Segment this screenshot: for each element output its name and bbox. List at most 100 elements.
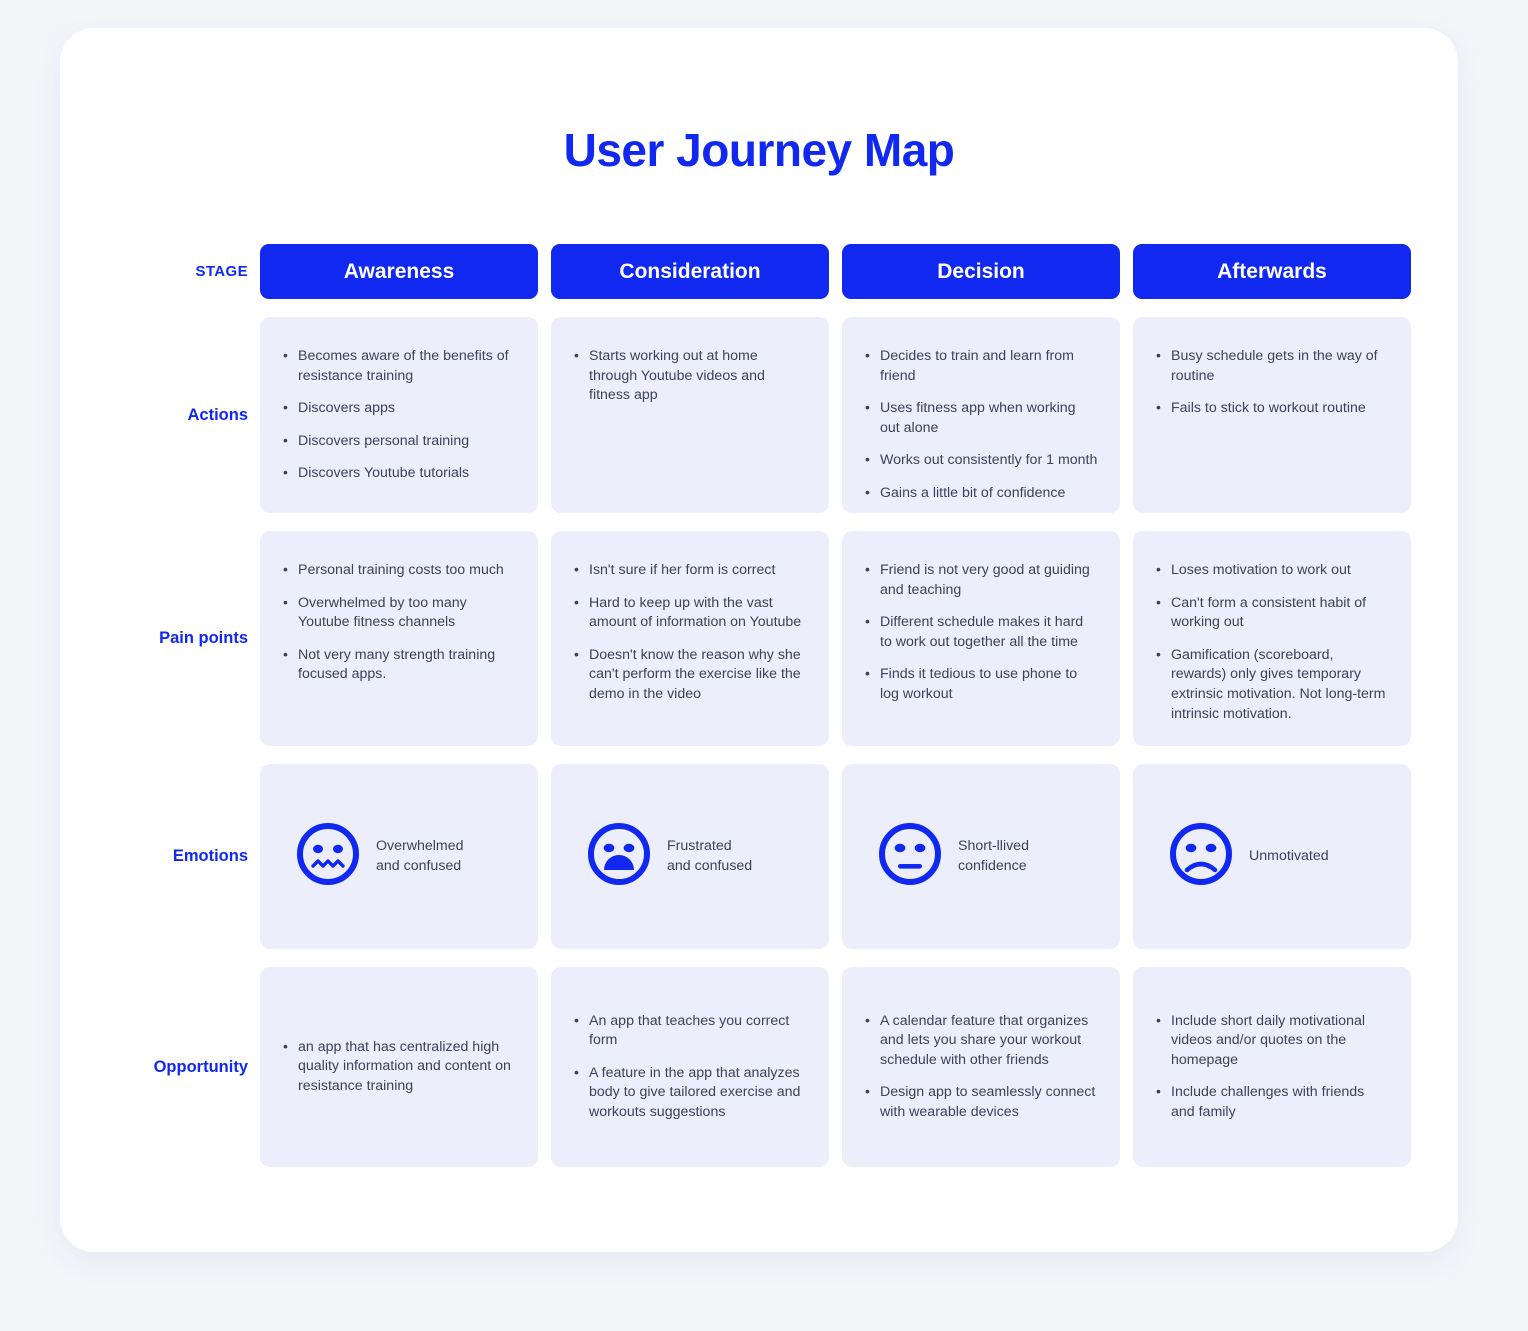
- bullet-list: Personal training costs too muchOverwhel…: [282, 560, 516, 685]
- list-item: Include short daily motivational videos …: [1155, 1011, 1389, 1071]
- list-item: Busy schedule gets in the way of routine: [1155, 346, 1389, 386]
- list-item: Uses fitness app when working out alone: [864, 398, 1098, 438]
- bullet-list: Include short daily motivational videos …: [1155, 1011, 1389, 1123]
- card: Short-llived confidence: [842, 764, 1120, 949]
- list-item: An app that teaches you correct form: [573, 1011, 807, 1051]
- bullet-list: An app that teaches you correct form A fe…: [573, 1011, 807, 1123]
- list-item: Gamification (scoreboard, rewards) only …: [1155, 645, 1389, 724]
- emotion-label: Overwhelmed and confused: [376, 837, 464, 874]
- face-frustrated-icon: [585, 820, 653, 893]
- opportunity-cell-consideration: An app that teaches you correct form A fe…: [551, 967, 829, 1167]
- list-item: Gains a little bit of confidence: [864, 483, 1098, 504]
- bullet-list: Decides to train and learn from friendUs…: [864, 346, 1098, 504]
- actions-cell-consideration: Starts working out at home through Youtu…: [551, 317, 829, 513]
- card: A calendar feature that organizes and le…: [842, 967, 1120, 1167]
- bullet-list: Loses motivation to work outCan't form a…: [1155, 560, 1389, 724]
- list-item: Finds it tedious to use phone to log wor…: [864, 664, 1098, 704]
- list-item: Can't form a consistent habit of working…: [1155, 593, 1389, 633]
- emotions-cells: Overwhelmed and confused: [260, 764, 1458, 949]
- emotions-cell-afterwards: Unmotivated: [1133, 764, 1411, 949]
- card: Becomes aware of the benefits of resista…: [260, 317, 538, 513]
- actions-cell-awareness: Becomes aware of the benefits of resista…: [260, 317, 538, 513]
- actions-cell-afterwards: Busy schedule gets in the way of routine…: [1133, 317, 1411, 513]
- card: Unmotivated: [1133, 764, 1411, 949]
- card: Personal training costs too muchOverwhel…: [260, 531, 538, 746]
- row-emotions: Emotions: [60, 764, 1458, 949]
- list-item: Isn't sure if her form is correct: [573, 560, 807, 581]
- journey-grid: STAGE Awareness Consideration Decision A…: [60, 244, 1458, 1167]
- actions-cell-decision: Decides to train and learn from friendUs…: [842, 317, 1120, 513]
- card: Include short daily motivational videos …: [1133, 967, 1411, 1167]
- card: Isn't sure if her form is correctHard to…: [551, 531, 829, 746]
- row-stage: STAGE Awareness Consideration Decision A…: [60, 244, 1458, 299]
- bullet-list: Friend is not very good at guiding and t…: [864, 560, 1098, 705]
- pain-points-cell-decision: Friend is not very good at guiding and t…: [842, 531, 1120, 746]
- list-item: Starts working out at home through Youtu…: [573, 346, 807, 406]
- row-label-actions: Actions: [187, 405, 248, 424]
- face-neutral-icon: [876, 820, 944, 893]
- stage-pill-decision[interactable]: Decision: [842, 244, 1120, 299]
- card: Decides to train and learn from friendUs…: [842, 317, 1120, 513]
- emotion-label: Short-llived confidence: [958, 837, 1029, 874]
- opportunity-cell-afterwards: Include short daily motivational videos …: [1133, 967, 1411, 1167]
- row-pain-points: Pain points Personal training costs too …: [60, 531, 1458, 746]
- pain-points-cell-awareness: Personal training costs too muchOverwhel…: [260, 531, 538, 746]
- emotions-cell-consideration: Frustrated and confused: [551, 764, 829, 949]
- row-opportunity: Opportunity an app that has centralized …: [60, 967, 1458, 1167]
- list-item: A calendar feature that organizes and le…: [864, 1011, 1098, 1071]
- row-label-pain-points: Pain points: [159, 629, 248, 647]
- opportunity-cell-awareness: an app that has centralized high quality…: [260, 967, 538, 1167]
- card: Starts working out at home through Youtu…: [551, 317, 829, 513]
- pain-points-cell-afterwards: Loses motivation to work outCan't form a…: [1133, 531, 1411, 746]
- card: an app that has centralized high quality…: [260, 967, 538, 1167]
- emotion-item: Frustrated and confused: [573, 820, 807, 893]
- list-item: Discovers Youtube tutorials: [282, 463, 516, 484]
- list-item: Hard to keep up with the vast amount of …: [573, 593, 807, 633]
- bullet-list: Becomes aware of the benefits of resista…: [282, 346, 516, 484]
- stage-cell-consideration: Consideration: [551, 244, 829, 299]
- bullet-list: an app that has centralized high quality…: [282, 1037, 516, 1097]
- face-confused-icon: [294, 820, 362, 893]
- emotion-item: Unmotivated: [1155, 820, 1389, 893]
- card: An app that teaches you correct form A fe…: [551, 967, 829, 1167]
- list-item: Decides to train and learn from friend: [864, 346, 1098, 386]
- opportunity-cells: an app that has centralized high quality…: [260, 967, 1458, 1167]
- stage-pill-awareness[interactable]: Awareness: [260, 244, 538, 299]
- bullet-list: Isn't sure if her form is correctHard to…: [573, 560, 807, 705]
- bullet-list: Starts working out at home through Youtu…: [573, 346, 807, 406]
- stage-cell-awareness: Awareness: [260, 244, 538, 299]
- list-item: Friend is not very good at guiding and t…: [864, 560, 1098, 600]
- stage-cell-decision: Decision: [842, 244, 1120, 299]
- bullet-list: A calendar feature that organizes and le…: [864, 1011, 1098, 1123]
- list-item: Overwhelmed by too many Youtube fitness …: [282, 593, 516, 633]
- list-item: Works out consistently for 1 month: [864, 450, 1098, 471]
- bullet-list: Busy schedule gets in the way of routine…: [1155, 346, 1389, 419]
- emotion-item: Overwhelmed and confused: [282, 820, 516, 893]
- row-actions: Actions Becomes aware of the benefits of…: [60, 317, 1458, 513]
- emotion-label: Unmotivated: [1249, 847, 1329, 864]
- row-label-emotions: Emotions: [172, 847, 248, 865]
- stage-cells: Awareness Consideration Decision Afterwa…: [260, 244, 1458, 299]
- page-title: User Journey Map: [563, 124, 955, 176]
- opportunity-cell-decision: A calendar feature that organizes and le…: [842, 967, 1120, 1167]
- stage-pill-consideration[interactable]: Consideration: [551, 244, 829, 299]
- list-item: A feature in the app that analyzes body …: [573, 1063, 807, 1123]
- list-item: Discovers personal training: [282, 431, 516, 452]
- list-item: Personal training costs too much: [282, 560, 516, 581]
- actions-cells: Becomes aware of the benefits of resista…: [260, 317, 1458, 513]
- journey-map-board: User Journey Map STAGE Awareness Conside…: [60, 28, 1458, 1252]
- stage-pill-afterwards[interactable]: Afterwards: [1133, 244, 1411, 299]
- list-item: Design app to seamlessly connect with we…: [864, 1082, 1098, 1122]
- emotions-cell-decision: Short-llived confidence: [842, 764, 1120, 949]
- list-item: Becomes aware of the benefits of resista…: [282, 346, 516, 386]
- emotion-label: Frustrated and confused: [667, 837, 753, 874]
- card: Friend is not very good at guiding and t…: [842, 531, 1120, 746]
- row-label-stage: STAGE: [195, 263, 248, 280]
- list-item: Include challenges with friends and fami…: [1155, 1082, 1389, 1122]
- list-item: an app that has centralized high quality…: [282, 1037, 516, 1097]
- list-item: Different schedule makes it hard to work…: [864, 612, 1098, 652]
- card: Busy schedule gets in the way of routine…: [1133, 317, 1411, 513]
- list-item: Not very many strength training focused …: [282, 645, 516, 685]
- pain-points-cell-consideration: Isn't sure if her form is correctHard to…: [551, 531, 829, 746]
